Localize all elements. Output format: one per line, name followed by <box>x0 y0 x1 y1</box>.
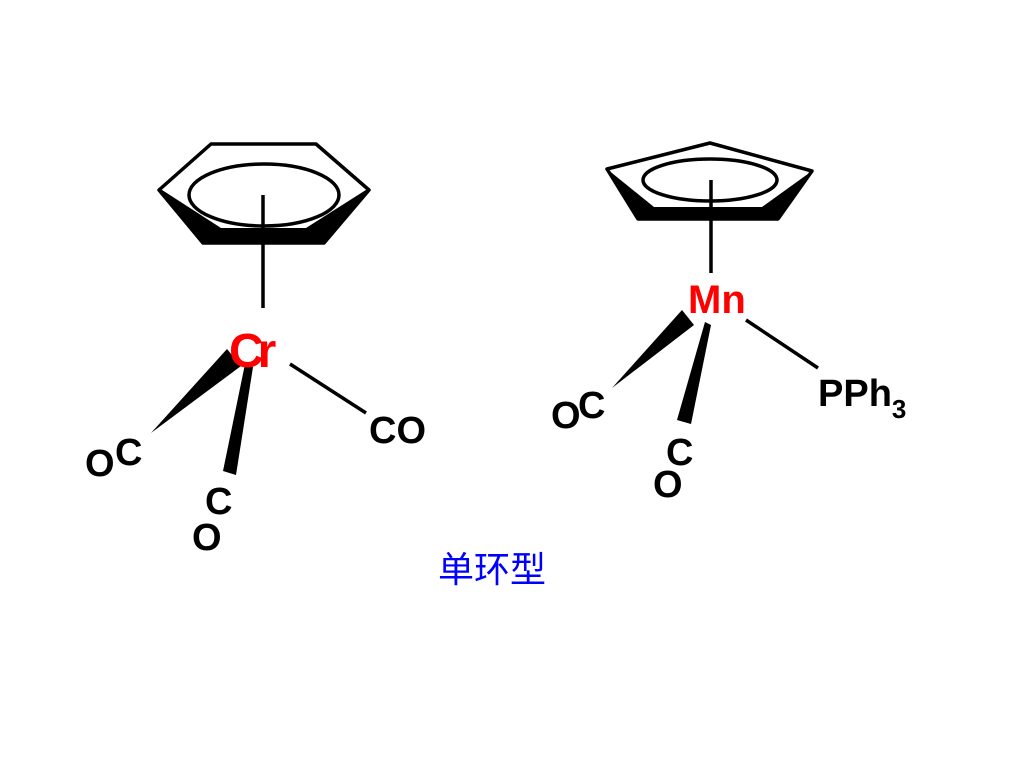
cr-co-left-o-label: O <box>85 443 115 485</box>
mn-metal-label: Mn <box>688 278 746 322</box>
diagram-caption: 单环型 <box>438 550 546 591</box>
mn-pph3-subscript: 3 <box>892 394 906 424</box>
cr-co-down-wedge <box>223 364 253 475</box>
mn-co-left-c-label: C <box>578 385 605 427</box>
mn-pph3-bond <box>745 318 819 370</box>
mn-co-down-c-label: C <box>666 432 693 474</box>
mn-co-down-o-label: O <box>653 464 683 506</box>
cr-metal-label: Cr <box>229 325 276 378</box>
cr-co-right-bond <box>289 362 367 415</box>
mn-pph3-text: PPh <box>818 373 892 415</box>
cr-co-right-label: CO <box>369 410 426 452</box>
cp-ring-outline <box>605 141 814 221</box>
mn-co-left-o-label: O <box>551 395 581 437</box>
mn-pph3-label: PPh3 <box>818 373 906 424</box>
cr-co-down-o-label: O <box>192 517 222 559</box>
mn-co-down-wedge <box>677 322 711 424</box>
mn-complex: Mn C O C O PPh3 <box>551 141 906 506</box>
mn-co-left-wedge <box>612 310 694 388</box>
benzene-ring-bottom-wedge <box>159 188 369 243</box>
cr-co-down-c-label: C <box>205 481 232 523</box>
cr-co-left-c-label: C <box>115 432 142 474</box>
cr-co-left-wedge <box>151 349 241 433</box>
benzene-ring-outline <box>157 142 371 245</box>
cr-complex: Cr C O C O CO <box>85 142 426 559</box>
